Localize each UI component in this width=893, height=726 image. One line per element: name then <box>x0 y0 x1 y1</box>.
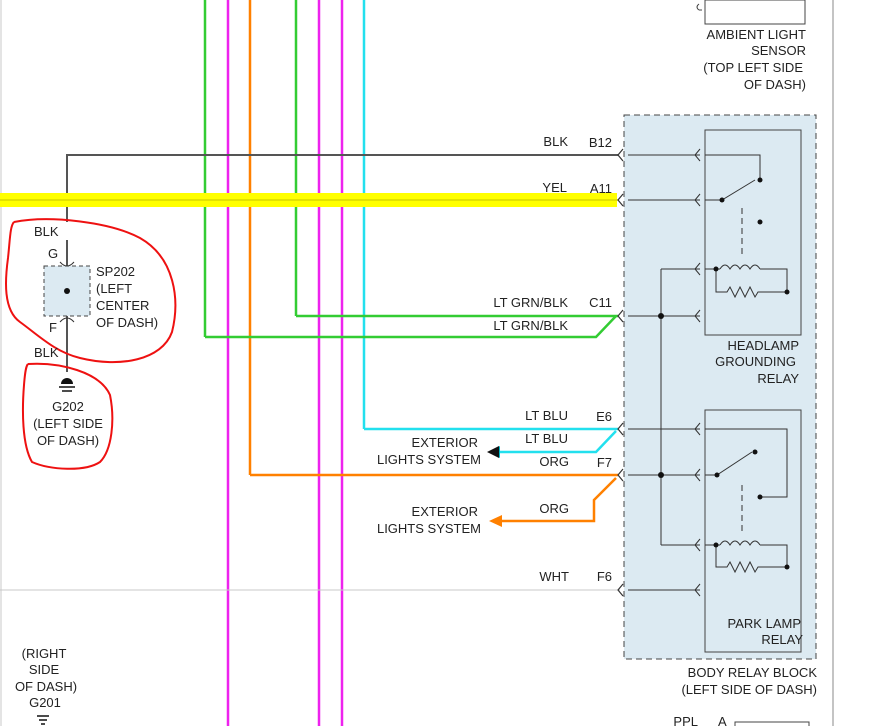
wire-org-f7-bottom <box>502 477 617 523</box>
ground-g202-loc: OF DASH) <box>37 433 99 448</box>
red-annotation-circle-ground <box>21 362 114 470</box>
relay-contact-dot <box>719 197 725 203</box>
splice-name: SP202 <box>96 264 135 279</box>
wire-labels: BLK B12 YEL A11 LT GRN/BLK C11 LT GRN/BL… <box>493 134 612 584</box>
wire-pin-label: F7 <box>597 455 612 470</box>
relay-block-label: BODY RELAY BLOCK (LEFT SIDE OF DASH) <box>681 665 817 697</box>
ground-icon <box>59 378 75 392</box>
exterior-lights-line: EXTERIOR <box>412 435 478 450</box>
bottom-partial-box <box>734 721 810 726</box>
relay-contact-dot <box>757 219 763 225</box>
park-relay-label: PARK LAMP RELAY <box>728 616 804 647</box>
headlamp-relay-line: HEADLAMP <box>727 338 799 353</box>
ambient-sensor-connector-icon <box>696 3 702 11</box>
junction-dot <box>658 472 664 478</box>
park-relay-line: RELAY <box>761 632 803 647</box>
splice-top-pin: G <box>48 246 58 261</box>
ambient-sensor-label: AMBIENT LIGHT SENSOR (TOP LEFT SIDE OF D… <box>703 27 806 92</box>
splice-loc-line: CENTER <box>96 298 149 313</box>
relay-contact-dot <box>752 449 758 455</box>
ground-g202-loc: (LEFT SIDE <box>33 416 103 431</box>
exterior-lights-line: EXTERIOR <box>412 504 478 519</box>
ground-g201-loc: (RIGHT <box>22 646 67 661</box>
exterior-lights-label-2: EXTERIOR LIGHTS SYSTEM <box>377 504 481 536</box>
wire-pin-label: E6 <box>596 409 612 424</box>
wire-color-label: ORG <box>539 501 569 516</box>
splice-dot <box>64 288 70 294</box>
junction-dot <box>658 313 664 319</box>
relay-contact-dot <box>713 266 719 272</box>
wire-color-label: ORG <box>539 454 569 469</box>
wire-pin-label: F6 <box>597 569 612 584</box>
ground-icon <box>37 715 49 725</box>
relay-contact-dot <box>784 289 790 295</box>
ambient-sensor-line: (TOP LEFT SIDE <box>703 60 803 75</box>
relay-contact-dot <box>757 494 763 500</box>
exterior-lights-label-1: EXTERIOR LIGHTS SYSTEM <box>377 435 481 467</box>
relay-contact-dot <box>784 564 790 570</box>
park-relay-box <box>704 409 802 653</box>
bottom-pin-label: A <box>718 714 727 726</box>
wire-color-label: LT BLU <box>525 431 568 446</box>
relay-block-line: (LEFT SIDE OF DASH) <box>681 682 817 697</box>
relay-contact-dot <box>714 472 720 478</box>
wire-color-label: LT GRN/BLK <box>493 318 568 333</box>
red-annotation-circle-splice <box>5 218 177 364</box>
wire-color-label: LT BLU <box>525 408 568 423</box>
ground-g201-label: (RIGHT SIDE OF DASH) G201 <box>15 646 77 710</box>
wire-color-label: BLK <box>543 134 568 149</box>
ambient-sensor-line: OF DASH) <box>744 77 806 92</box>
splice-connector-icon <box>59 261 75 323</box>
park-relay-internals <box>705 428 788 574</box>
ground-g201-loc: OF DASH) <box>15 679 77 694</box>
headlamp-relay-box <box>704 129 802 336</box>
ground-g201-name: G201 <box>29 695 61 710</box>
relay-contact-dot <box>713 542 719 548</box>
wire-color-label: LT GRN/BLK <box>493 295 568 310</box>
splice-loc-line: OF DASH) <box>96 315 158 330</box>
wire-pin-label: A11 <box>590 181 612 196</box>
headlamp-relay-internals <box>705 154 788 299</box>
exterior-lights-line: LIGHTS SYSTEM <box>377 452 481 467</box>
relay-block-line: BODY RELAY BLOCK <box>688 665 818 680</box>
park-relay-line: PARK LAMP <box>728 616 801 631</box>
ambient-sensor-line: SENSOR <box>751 43 806 58</box>
ambient-sensor-box <box>704 0 806 25</box>
headlamp-relay-line: GROUNDING <box>715 354 796 369</box>
headlamp-relay-label: HEADLAMP GROUNDING RELAY <box>715 338 799 386</box>
arrow-exterior-1-icon <box>487 446 499 458</box>
wire-color-label: WHT <box>539 569 569 584</box>
wire-ltblu-e6-bottom <box>500 430 617 454</box>
splice-loc-line: (LEFT <box>96 281 132 296</box>
headlamp-relay-line: RELAY <box>757 371 799 386</box>
exterior-lights-line: LIGHTS SYSTEM <box>377 521 481 536</box>
wire-ltgrn-c11-bottom <box>205 315 617 339</box>
ground-g201-loc: SIDE <box>29 662 60 677</box>
arrow-org-icon <box>489 515 502 527</box>
wire-pin-label: C11 <box>589 295 612 310</box>
wire-pin-label: B12 <box>589 135 612 150</box>
ground-g202-name: G202 <box>52 399 84 414</box>
splice-bottom-pin: F <box>49 320 57 335</box>
splice-bottom-wire: BLK <box>34 345 59 360</box>
wire-color-label: YEL <box>542 180 567 195</box>
bottom-wire-label: PPL <box>673 714 698 726</box>
relay-contact-dot <box>757 177 763 183</box>
body-relay-block <box>623 114 817 660</box>
splice-labels: BLK G SP202 (LEFT CENTER OF DASH) F BLK <box>34 224 158 360</box>
ground-g202-label: G202 (LEFT SIDE OF DASH) <box>33 399 103 448</box>
splice-top-wire: BLK <box>34 224 59 239</box>
connector-chevrons <box>617 148 624 597</box>
ambient-sensor-line: AMBIENT LIGHT <box>707 27 807 42</box>
